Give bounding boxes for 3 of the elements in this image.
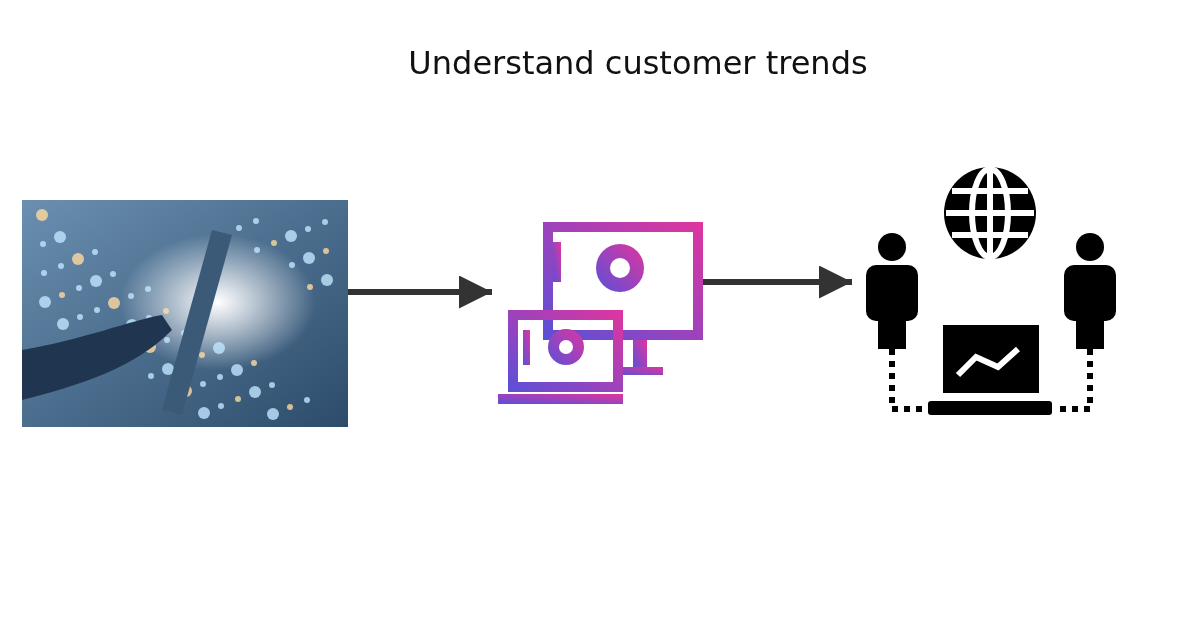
title: Understand customer trends [407, 44, 869, 82]
arrow [703, 265, 852, 299]
arrow [348, 275, 492, 309]
